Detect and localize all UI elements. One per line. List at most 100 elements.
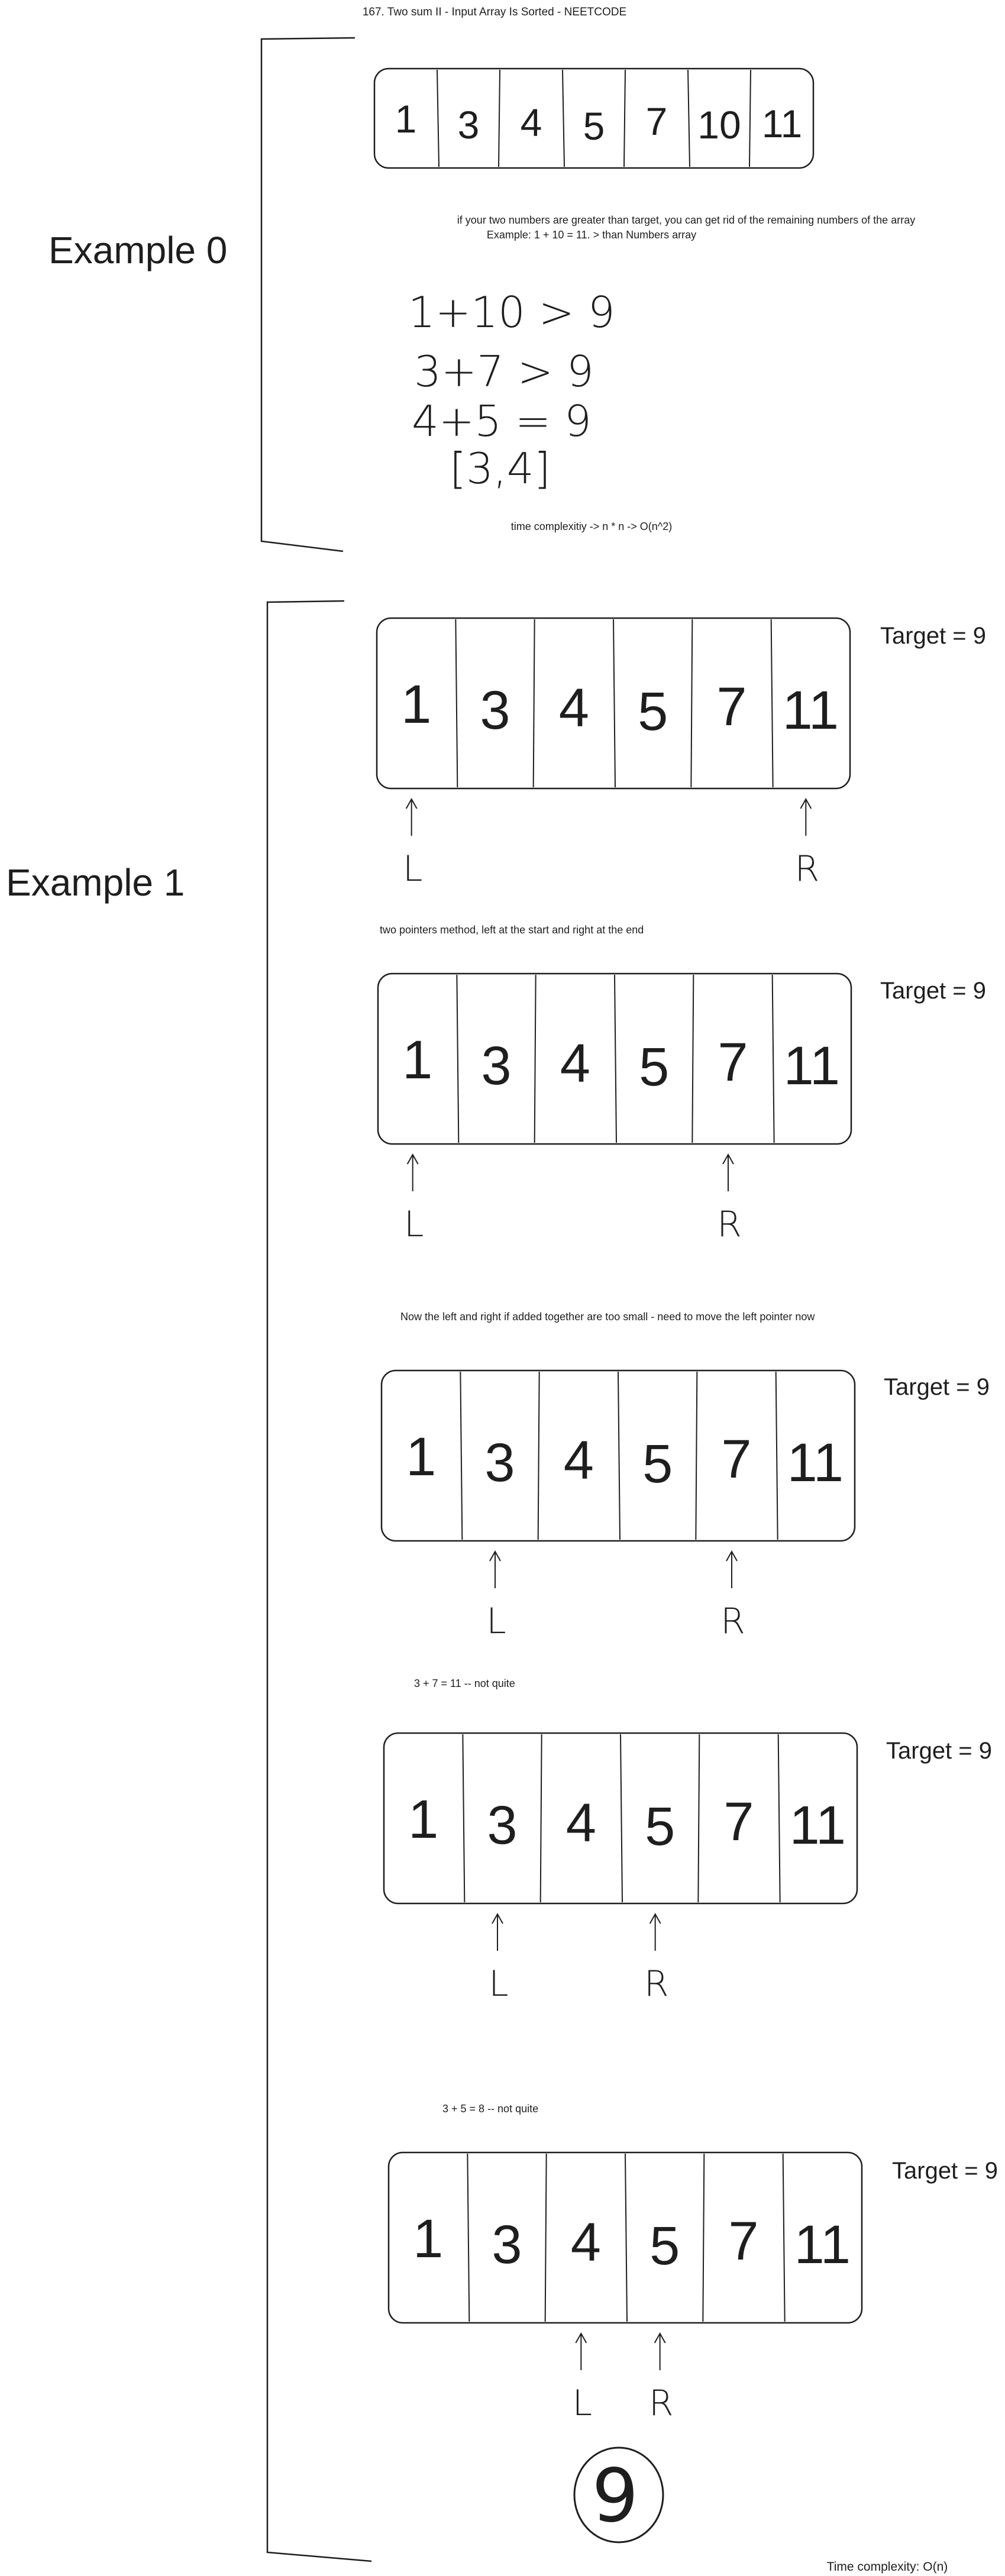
step-array-value: 5 xyxy=(645,1796,675,1857)
example0-array-value: 11 xyxy=(762,102,803,146)
example0-complexity: time complexitiy -> n * n -> O(n^2) xyxy=(511,521,673,532)
step-array-value: 1 xyxy=(401,674,431,735)
step-array-divider xyxy=(695,1371,698,1540)
step-array-box xyxy=(380,1369,856,1542)
example0-label: Example 0 xyxy=(49,229,227,272)
left-pointer-arrowhead xyxy=(489,1550,501,1562)
step-array-divider xyxy=(775,1371,778,1540)
step-array-value: 4 xyxy=(571,2212,601,2273)
step-array-value: 3 xyxy=(480,680,510,741)
step-array-divider xyxy=(534,974,537,1143)
left-pointer-label: L xyxy=(403,848,422,890)
step-array-value: 1 xyxy=(406,1427,436,1487)
handwritten-line: 3+7 > 9 xyxy=(414,347,594,396)
right-pointer-arrowhead xyxy=(722,1153,734,1165)
step-array-divider xyxy=(702,2153,705,2322)
page-title: 167. Two sum II - Input Array Is Sorted … xyxy=(363,6,626,18)
step-array-value: 7 xyxy=(723,1792,754,1852)
right-pointer-label: R xyxy=(794,848,819,890)
example1-label: Example 1 xyxy=(6,861,185,904)
example0-array-divider xyxy=(749,69,751,167)
target-label: Target = 9 xyxy=(892,2158,998,2184)
step-array-divider xyxy=(625,2153,628,2322)
step-array-divider xyxy=(777,1734,781,1903)
step-array-value: 1 xyxy=(413,2209,443,2269)
right-pointer-arrowhead xyxy=(649,1912,661,1924)
step-array-value: 4 xyxy=(559,678,589,738)
left-pointer-label: L xyxy=(573,2383,592,2424)
step-array-value: 5 xyxy=(642,1434,673,1494)
step-note: Now the left and right if added together… xyxy=(400,1311,815,1323)
step-note: 3 + 7 = 11 -- not quite xyxy=(414,1678,515,1689)
step-array-value: 7 xyxy=(718,1032,748,1093)
step-array-divider xyxy=(697,1734,700,1903)
example0-array-value: 3 xyxy=(458,103,480,147)
step-array-value: 11 xyxy=(794,2215,851,2275)
right-pointer-label: R xyxy=(720,1601,745,1642)
example0-note-line2: Example: 1 + 10 = 11. > than Numbers arr… xyxy=(487,229,696,241)
step-array-divider xyxy=(462,1734,466,1903)
example0-bracket xyxy=(260,37,356,552)
left-pointer-arrowhead xyxy=(405,797,418,809)
example1-complexity: Time complexity: O(n) xyxy=(827,2560,948,2574)
example0-handwritten-work: 1+10 > 93+7 > 94+5 = 9[3,4] xyxy=(408,287,615,493)
left-pointer-label: L xyxy=(489,1963,508,2005)
example0-array-divider xyxy=(623,69,626,167)
right-pointer-label: R xyxy=(644,1963,669,2005)
example0-array-divider xyxy=(687,69,690,167)
target-label: Target = 9 xyxy=(880,978,986,1004)
step-array-value: 5 xyxy=(639,1037,669,1097)
step-array-value: 7 xyxy=(716,677,747,737)
step-array-value: 3 xyxy=(492,2215,522,2275)
step-array-value: 5 xyxy=(649,2216,680,2276)
step-array-divider xyxy=(782,2153,786,2322)
step-array-value: 4 xyxy=(566,1793,596,1853)
step-array-value: 1 xyxy=(408,1789,438,1850)
example0-array-divider xyxy=(437,69,440,167)
step-array-divider xyxy=(537,1371,540,1540)
example0-array-divider xyxy=(562,69,565,167)
step-array-value: 7 xyxy=(721,1429,751,1489)
step-array-value: 11 xyxy=(783,680,839,741)
step-note: two pointers method, left at the start a… xyxy=(380,924,644,936)
step-array-divider xyxy=(691,974,694,1143)
right-pointer-arrowhead xyxy=(726,1550,738,1562)
right-pointer-arrowhead xyxy=(800,797,812,809)
step-array-value: 4 xyxy=(564,1430,594,1491)
right-pointer-label: R xyxy=(717,1204,742,1245)
step-array-value: 11 xyxy=(784,1036,841,1096)
left-pointer-label: L xyxy=(486,1601,506,1642)
step-array-value: 1 xyxy=(402,1030,432,1090)
left-pointer-arrowhead xyxy=(575,2332,587,2344)
target-label: Target = 9 xyxy=(880,623,986,649)
step-array-divider xyxy=(455,619,458,788)
step-array-value: 5 xyxy=(638,681,668,742)
step-array-divider xyxy=(614,974,617,1143)
result-circle: 9 xyxy=(573,2446,664,2543)
example0-note-line1: if your two numbers are greater than tar… xyxy=(457,214,915,226)
example0-array-value: 10 xyxy=(697,103,741,147)
step-array-box xyxy=(377,972,852,1145)
step-array-value: 11 xyxy=(790,1795,846,1856)
step-array-value: 7 xyxy=(728,2211,758,2271)
step-array-value: 3 xyxy=(481,1036,511,1096)
step-array-divider xyxy=(690,619,693,788)
example0-array-value: 5 xyxy=(583,104,605,148)
step-array-value: 3 xyxy=(487,1795,517,1856)
step-array-divider xyxy=(613,619,616,788)
example0-array-box xyxy=(373,67,815,169)
step-array-value: 3 xyxy=(484,1433,515,1493)
handwritten-line: 4+5 = 9 xyxy=(412,396,592,446)
step-array-box xyxy=(376,617,851,790)
result-circle-outline xyxy=(573,2446,664,2543)
step-array-value: 4 xyxy=(560,1033,590,1094)
left-pointer-arrowhead xyxy=(406,1153,419,1165)
right-pointer-arrowhead xyxy=(654,2332,666,2344)
